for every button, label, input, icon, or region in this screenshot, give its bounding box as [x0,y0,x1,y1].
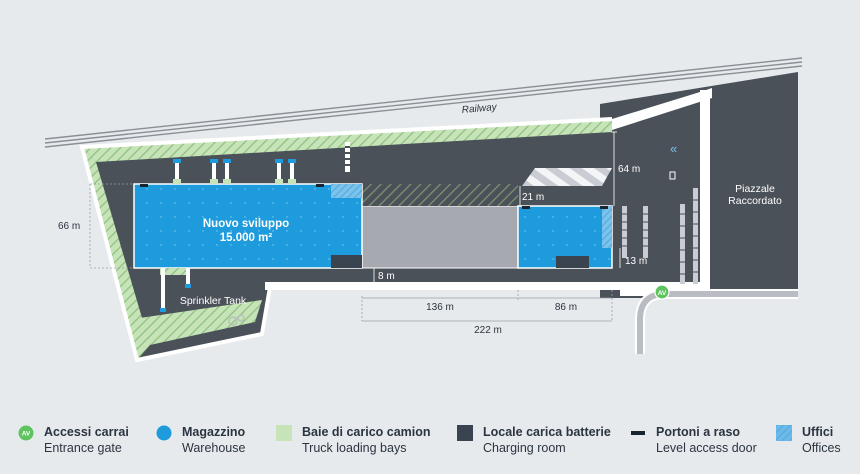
dim-222m: 222 m [474,325,502,336]
green-buffer-sprinkler [140,300,262,345]
loading-bay-icon [276,425,292,441]
dim-13m: 13 m [625,256,647,267]
dim-64m: 64 m [618,164,640,175]
truck-parking [522,168,612,186]
warehouse-new-development [133,183,363,269]
legend-label-en: Warehouse [182,441,246,455]
piazzale-label-1: Piazzale [735,183,775,195]
legend-warehouse: Magazzino Warehouse [156,424,245,456]
legend-label-it: Locale carica batterie [483,425,611,439]
dim-86m: 86 m [555,302,577,313]
dim-66m: 66 m [58,221,80,232]
dim-8m: 8 m [378,271,395,282]
offices-east [602,206,612,248]
access-road [635,289,798,354]
level-access-doors [140,184,608,209]
warehouse-icon [156,425,172,441]
direction-chevron-icon: « [670,141,677,156]
access-barrier [345,142,350,172]
legend: AV Accessi carrai Entrance gate Magazzin… [0,418,860,468]
new-development-title: Nuovo sviluppo [203,218,289,230]
legend-loading-bays: Baie di carico camion Truck loading bays [276,424,431,456]
legend-label-it: Baie di carico camion [302,425,431,439]
legend-label-en: Level access door [656,441,757,455]
charging-room-new [331,255,362,268]
piazzale-raccordato-area [600,72,798,298]
truck-loading-bays-south [160,268,191,312]
truck-loading-bays-north [173,159,296,184]
legend-level-door: Portoni a raso Level access door [630,424,757,456]
piazzale-label-2: Raccordato [728,195,782,207]
entrance-gate-icon: AV [18,425,34,441]
legend-entrance-gate: AV Accessi carrai Entrance gate [18,424,129,456]
loading-yard-hatch [362,184,518,206]
railway-lines [44,57,803,148]
guard-booth [636,282,648,287]
svg-text:AV: AV [22,431,31,438]
legend-offices: Uffici Offices [776,424,841,456]
legend-label-en: Truck loading bays [302,441,407,455]
site-boundary [79,117,613,363]
sprinkler-tank-icon [228,314,245,326]
legend-label-it: Magazzino [182,425,246,439]
dimension-lines [89,131,621,322]
charging-room-icon [457,425,473,441]
level-door-icon [630,425,646,441]
existing-building [361,205,519,269]
entrance-gate-marker: AV [654,284,670,300]
legend-label-it: Uffici [802,425,834,439]
green-buffer-west [82,147,150,360]
new-development-area: 15.000 m² [220,232,273,244]
dim-21m: 21 m [522,192,544,203]
legend-label-en: Charging room [483,441,566,455]
green-buffer-north [82,119,612,162]
dim-136m: 136 m [426,302,454,313]
legend-label-en: Entrance gate [44,441,122,455]
legend-label-it: Accessi carrai [44,425,129,439]
legend-charging-room: Locale carica batterie Charging room [457,424,611,456]
legend-label-en: Offices [802,441,841,455]
railway-label: Railway [461,102,498,116]
svg-text:AV: AV [658,290,667,297]
offices-new [331,184,362,198]
offices-icon [776,425,792,441]
legend-label-it: Portoni a raso [656,425,741,439]
charging-room-east [556,256,589,268]
sprinkler-tank-label: Sprinkler Tank [180,295,247,307]
